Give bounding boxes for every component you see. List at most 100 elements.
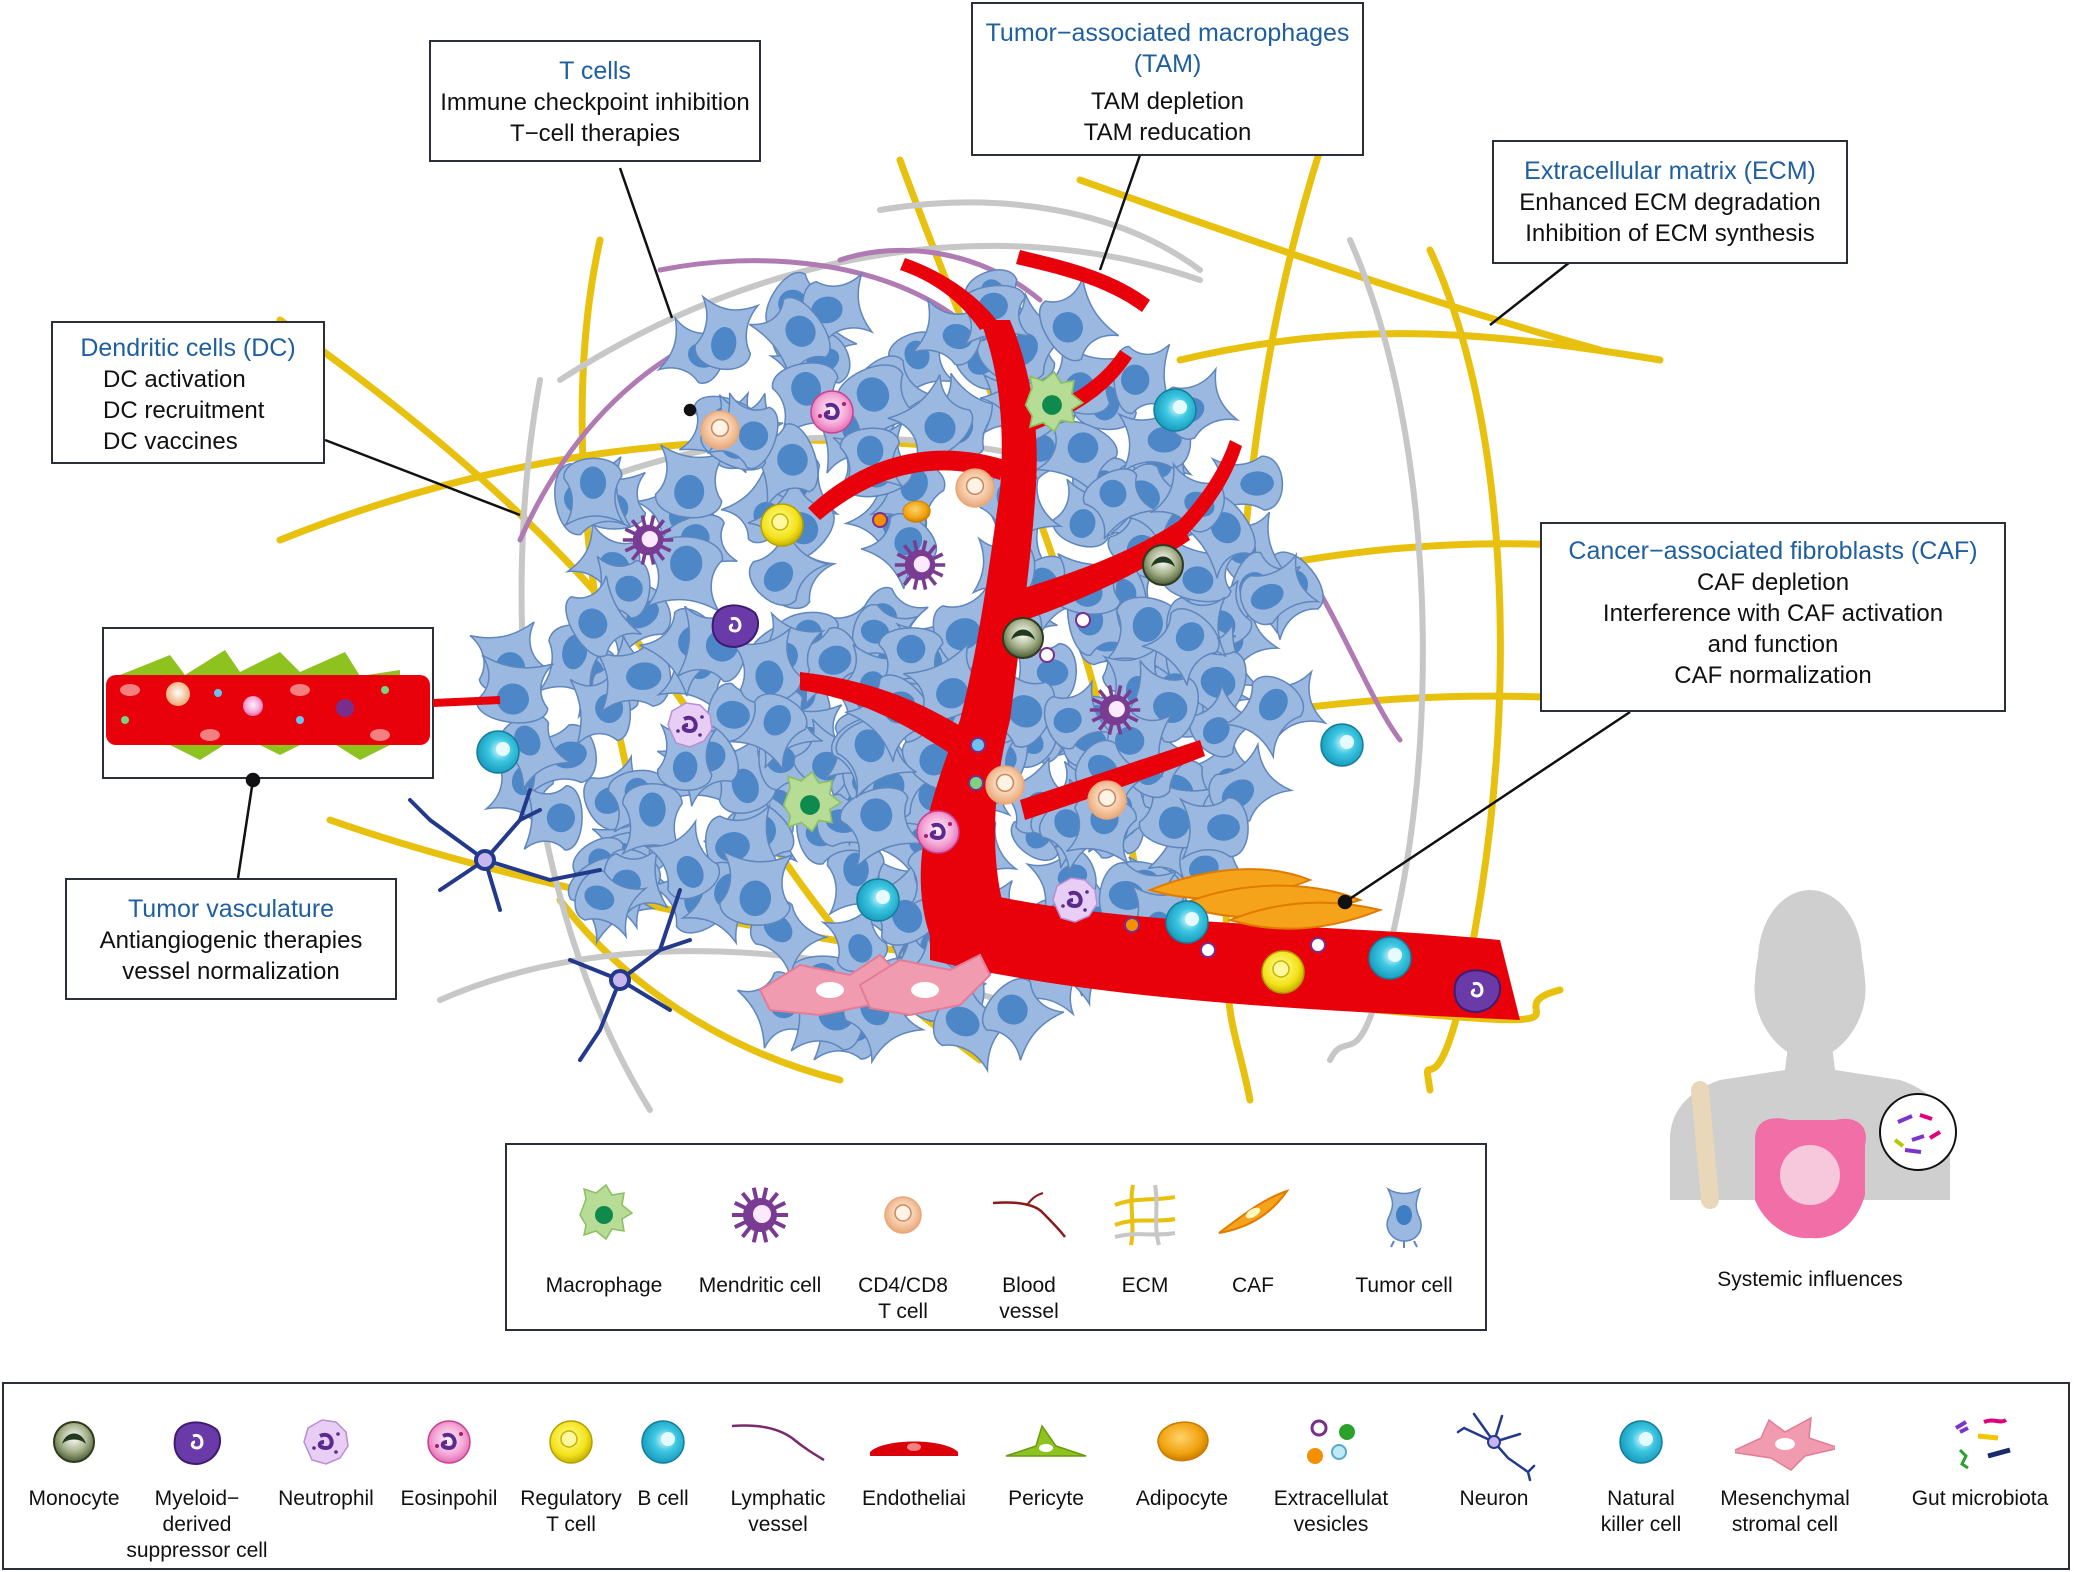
ecm-icon (1114, 1184, 1176, 1246)
tumor-cell-icon (1386, 1187, 1422, 1248)
callout-title: Cancer−associated fibroblasts (CAF) (1568, 537, 1978, 565)
scene-neutrophil-icon (1052, 877, 1098, 923)
nk-cell-icon (1619, 1420, 1663, 1464)
scene-dendritic-cell-icon (894, 540, 946, 590)
legend-label: Endotheliai (862, 1487, 966, 1510)
scene-macrophage-icon (1024, 370, 1085, 433)
scene-eosinophil-icon (810, 390, 854, 434)
scene-neutrophil-icon (667, 702, 713, 748)
callout-line: Interference with CAF activation (1602, 600, 1944, 627)
systemic-influences-label: Systemic influences (1717, 1268, 1903, 1291)
scene-regulatory-t-cell-icon (760, 503, 804, 547)
scene-nk-cell-icon (1320, 723, 1364, 767)
callout-line: CAF depletion (1696, 569, 1850, 596)
legend-label: Lymphatic vessel (730, 1487, 826, 1536)
neurons (408, 788, 692, 1062)
legend-label: B cell (637, 1487, 689, 1510)
blood-vessel-icon (992, 1192, 1066, 1238)
callout-title: T cells (559, 57, 631, 85)
monocyte-icon (53, 1421, 95, 1463)
legend-label: Eosinpohil (400, 1487, 498, 1510)
dendritic-cell-icon (732, 1187, 788, 1243)
callout-t-cells: T cells Immune checkpoint inhibition T−c… (429, 40, 761, 162)
legend-label: Pericyte (1008, 1487, 1084, 1510)
callout-line: TAM reducation (1083, 119, 1252, 146)
caf-icon (1218, 1189, 1290, 1234)
callout-line: TAM depletion (1091, 88, 1244, 115)
scene-t-cell-icon (955, 468, 995, 508)
callout-line: Immune checkpoint inhibition (440, 89, 750, 116)
scene-regulatory-t-cell-icon (1261, 950, 1305, 994)
scene-nk-cell-icon (476, 730, 520, 774)
legend-label: Tumor cell (1355, 1274, 1453, 1297)
mdsc-icon (173, 1421, 222, 1466)
scene-dendritic-cell-icon (1089, 685, 1141, 735)
legend-label: Neutrophil (278, 1487, 374, 1510)
scene-macrophage-icon (782, 770, 843, 833)
callout-line: CAF normalization (1674, 662, 1872, 689)
callout-line: DC activation (103, 366, 246, 393)
neutrophil-icon (303, 1419, 349, 1465)
callout-tumor-vasculature: Tumor vasculature Antiangiogenic therapi… (65, 878, 397, 1000)
legend-label: Mendritic cell (698, 1274, 822, 1297)
neuron-icon (1456, 1412, 1536, 1482)
legend-label: Extracellulat vesicles (1273, 1487, 1389, 1536)
caf-cluster (1146, 868, 1384, 930)
scene-mdsc-icon (711, 604, 760, 649)
eosinophil-icon (427, 1420, 471, 1464)
legend-label: Regulatory T cell (520, 1487, 622, 1536)
scene-nk-cell-icon (1368, 936, 1412, 980)
scene-dendritic-cell-icon (622, 515, 674, 565)
callout-title: Tumor vasculature (127, 895, 335, 923)
legend-label: Neuron (1459, 1487, 1529, 1510)
callout-line: DC recruitment (103, 397, 265, 424)
immune-cells (476, 370, 1502, 1014)
scene-t-cell-icon (700, 410, 740, 450)
scene-nk-cell-icon (1165, 900, 1209, 944)
mesenchymal-stromal-cell-icon (1735, 1416, 1835, 1471)
legend-label: Mesenchymal stromal cell (1720, 1487, 1850, 1536)
callout-title: Extracellular matrix (ECM) (1524, 157, 1816, 185)
callout-line: Inhibition of ECM synthesis (1525, 220, 1815, 247)
callout-connectors (236, 154, 1631, 910)
scene-nk-cell-icon (1153, 388, 1197, 432)
adipocyte-icon (1157, 1421, 1209, 1462)
scene-mdsc-icon (1453, 969, 1502, 1014)
callout-line: Antiangiogenic therapies (99, 927, 363, 954)
callout-line: T−cell therapies (509, 120, 681, 147)
legend-label: Myeloid− derived suppressor cell (126, 1487, 268, 1562)
legend-label: ECM (1121, 1274, 1169, 1297)
pericyte-icon (1005, 1424, 1087, 1457)
callout-line: and function (1707, 631, 1839, 658)
callout-caf: Cancer−associated fibroblasts (CAF) CAF … (1540, 522, 2006, 712)
legend-label: Macrophage (545, 1274, 663, 1297)
callout-ecm: Extracellular matrix (ECM) Enhanced ECM … (1492, 140, 1848, 264)
scene-monocyte-icon (1002, 617, 1044, 659)
legend-label: Monocyte (28, 1487, 120, 1510)
regulatory-t-cell-icon (549, 1420, 593, 1464)
mesenchymal-stromal-cells (758, 953, 992, 1017)
callout-dendritic-cells: Dendritic cells (DC) DC activation DC re… (51, 321, 325, 464)
callout-line: Enhanced ECM degradation (1519, 189, 1821, 216)
legend-label: Adipocyte (1135, 1487, 1229, 1510)
legend-label: Gut microbiota (1911, 1487, 2049, 1510)
scene-t-cell-icon (985, 765, 1025, 805)
human-silhouette-icon (1670, 890, 1957, 1239)
callout-line: vessel normalization (122, 958, 340, 985)
scene-adipocyte-icon (902, 500, 931, 523)
legend-label: Blood vessel (999, 1274, 1059, 1323)
b-cell-icon (641, 1420, 685, 1464)
vasculature-inset (102, 627, 434, 779)
lymphatic-vessel-icon (731, 1424, 825, 1462)
gut-microbiota-icon (1954, 1418, 2011, 1470)
scene-eosinophil-icon (916, 810, 960, 854)
callout-title: Dendritic cells (DC) (80, 334, 296, 362)
scene-t-cell-icon (1087, 780, 1127, 820)
macrophage-icon (579, 1183, 634, 1241)
legend-label: Natural killer cell (1600, 1487, 1682, 1536)
callout-title-abbr: (TAM) (1133, 50, 1202, 78)
legend-bottom: Monocyte Myeloid− derived suppressor cell… (2, 1382, 2070, 1570)
callout-tam: Tumor−associated macrophages (TAM) TAM d… (971, 2, 1364, 156)
